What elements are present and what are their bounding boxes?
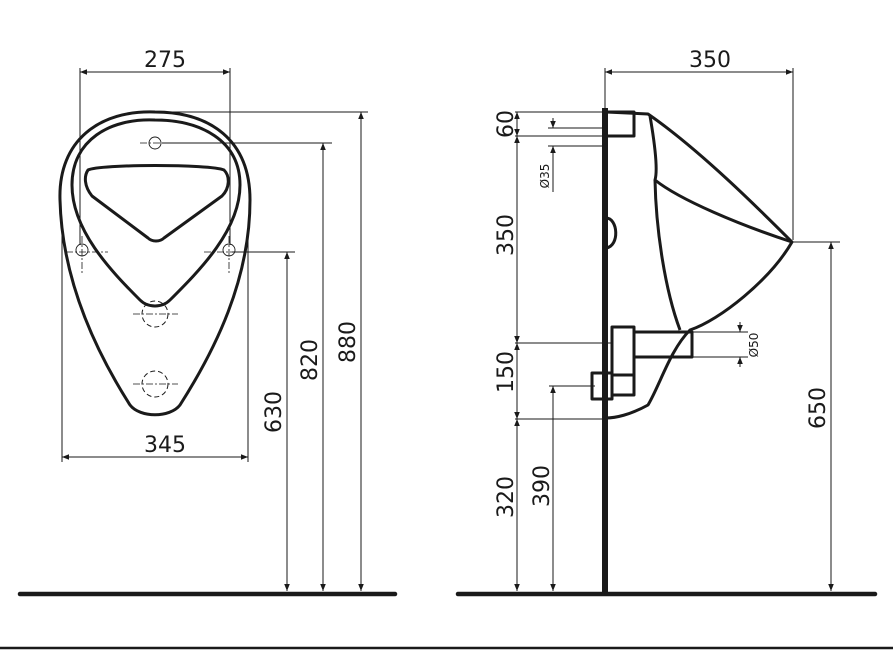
dim-label-390: 390 [530,465,555,507]
dim-label-350: 350 [494,214,519,256]
dim-label-275: 275 [144,48,186,73]
front-inner-rim [70,118,242,308]
dim-label-150: 150 [494,351,519,393]
dim-label-diam-35: Ø35 [538,164,552,189]
side-wall-bracket [605,216,618,250]
side-view: 350 60 350 150 320 390 Ø35 Ø50 650 [455,48,878,597]
dim-label-650: 650 [806,387,831,429]
side-inlet-block [604,110,636,138]
side-bowl-inner [648,115,793,244]
dim-label-320: 320 [494,476,519,518]
front-spreader-opening [83,164,230,243]
front-bowl-outline [58,110,252,417]
front-view: 275 345 630 820 880 [17,48,398,597]
side-bowl-inner-lower [653,179,682,331]
side-outlet-pipe [634,330,694,359]
dim-label-350-depth: 350 [689,48,731,73]
side-waste-elbow [612,373,636,397]
dim-label-820: 820 [298,339,323,381]
dim-label-345: 345 [144,433,186,458]
side-bowl-profile [605,110,794,420]
dim-label-630: 630 [262,391,287,433]
side-siphon-body [610,325,636,377]
dim-label-60: 60 [494,110,519,138]
dim-label-880: 880 [336,321,361,363]
dim-label-diam-50: Ø50 [747,333,761,358]
